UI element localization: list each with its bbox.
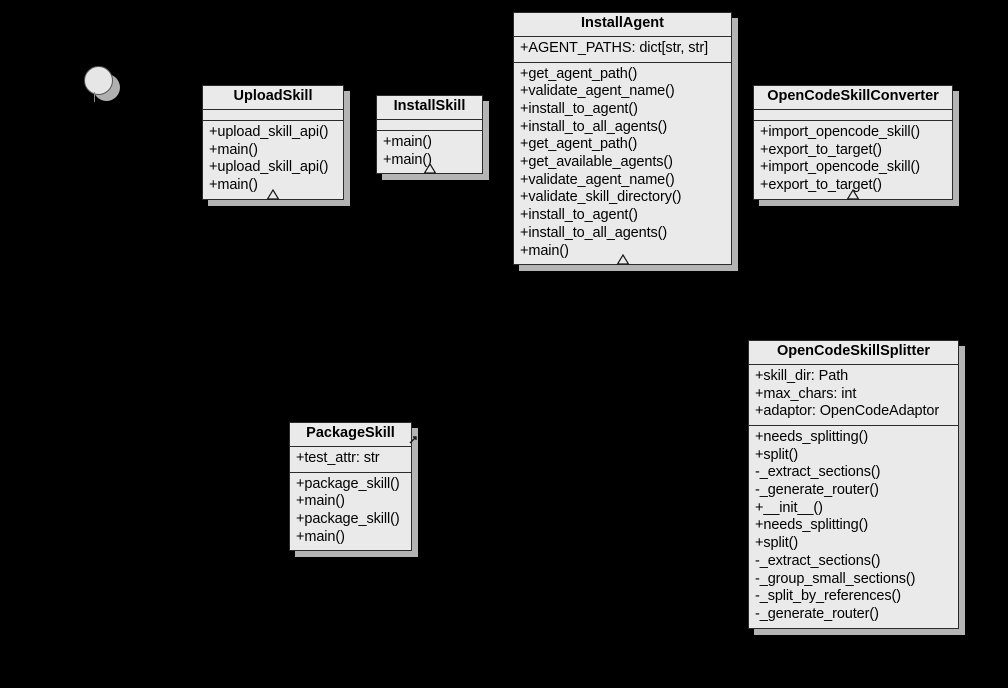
class-attributes-install-skill	[377, 120, 482, 131]
method-row: +main()	[209, 177, 258, 193]
class-name-opencode-skill-splitter: OpenCodeSkillSplitter	[749, 341, 958, 365]
class-box-package-skill[interactable]: PackageSkill +test_attr: str +package_skil…	[289, 422, 412, 552]
class-name-package-skill: PackageSkill	[290, 423, 411, 447]
attribute-row: +max_chars: int	[755, 385, 857, 402]
generalization-arrowhead-install-skill	[422, 163, 437, 174]
method-row: +main()	[383, 151, 432, 168]
method-row: +validate_skill_directory()	[520, 189, 682, 206]
class-methods-package-skill: +package_skill()+main()+package_skill()+…	[290, 473, 411, 551]
class-attributes-opencode-skill-converter	[754, 110, 952, 121]
method-row: +validate_agent_name()	[520, 171, 675, 188]
class-attributes-package-skill: +test_attr: str	[290, 447, 411, 473]
method-row: +needs_splitting()	[755, 429, 869, 445]
method-row: +main()	[296, 528, 345, 545]
method-row: -_extract_sections()	[755, 552, 881, 569]
class-methods-opencode-skill-splitter: +needs_splitting()+split()-_extract_sect…	[749, 426, 958, 628]
class-box-install-skill[interactable]: InstallSkill +main()+main()	[376, 95, 483, 175]
method-row: +upload_skill_api()	[209, 123, 329, 140]
generalization-arrowhead-install-agent	[615, 254, 630, 265]
method-row: +install_to_agent()	[520, 207, 638, 224]
attribute-row: +AGENT_PATHS: dict[str, str]	[520, 39, 709, 56]
method-row: +main()	[383, 133, 432, 150]
class-name-install-agent: InstallAgent	[514, 13, 731, 37]
method-row: +export_to_target()	[760, 141, 882, 158]
class-name-install-skill: InstallSkill	[377, 96, 482, 120]
generalization-arrowhead-upload-skill	[266, 189, 280, 200]
anonymous-circle-node[interactable]	[84, 66, 113, 95]
attribute-row: +test_attr: str	[296, 449, 380, 466]
class-methods-opencode-skill-converter: +import_opencode_skill()+export_to_targe…	[754, 121, 952, 199]
method-row: +export_to_target()	[760, 177, 882, 193]
package-skill-connector-stub	[409, 432, 417, 444]
method-row: +package_skill()	[296, 475, 400, 492]
method-row: +split()	[755, 535, 799, 552]
attribute-row: +skill_dir: Path	[755, 367, 849, 384]
method-row: +main()	[209, 141, 258, 158]
class-box-upload-skill[interactable]: UploadSkill+upload_skill_api()+main()+up…	[202, 85, 344, 200]
method-row: +import_opencode_skill()	[760, 159, 921, 176]
method-row: +package_skill()	[296, 511, 400, 527]
class-name-upload-skill: UploadSkill	[203, 86, 343, 110]
method-row: +get_agent_path()	[520, 136, 638, 153]
method-row: +split()	[755, 446, 799, 463]
method-row: -_extract_sections()	[755, 464, 881, 481]
method-row: +install_to_all_agents()	[520, 224, 668, 241]
method-row: +main()	[296, 493, 345, 510]
class-attributes-install-agent: +AGENT_PATHS: dict[str, str]	[514, 37, 731, 63]
class-name-opencode-skill-converter: OpenCodeSkillConverter	[754, 86, 952, 110]
method-row: -_generate_router()	[755, 482, 879, 499]
class-methods-upload-skill: +upload_skill_api()+main()+upload_skill_…	[203, 121, 343, 199]
method-row: +get_agent_path()	[520, 65, 638, 82]
class-attributes-opencode-skill-splitter: +skill_dir: Path+max_chars: int+adaptor:…	[749, 365, 958, 426]
method-row: -_generate_router()	[755, 605, 879, 622]
method-row: -_split_by_references()	[755, 588, 901, 605]
method-row: +get_available_agents()	[520, 154, 673, 171]
class-box-opencode-skill-splitter[interactable]: OpenCodeSkillSplitter+skill_dir: Path+ma…	[748, 340, 959, 629]
method-row: +install_to_agent()	[520, 101, 638, 117]
class-methods-install-agent: +get_agent_path()+validate_agent_name()+…	[514, 63, 731, 265]
method-row: +install_to_all_agents()	[520, 118, 668, 135]
method-row: +__init__()	[755, 499, 823, 516]
class-box-opencode-skill-converter[interactable]: OpenCodeSkillConverter +import_opencode_s…	[753, 85, 953, 200]
method-row: +main()	[520, 242, 569, 259]
generalization-arrowhead-opencode-skill-converter	[846, 189, 860, 200]
class-box-install-agent[interactable]: InstallAgent +AGENT_PATHS: dict[str, str]…	[513, 12, 732, 266]
method-row: -_group_small_sections()	[755, 570, 916, 587]
method-row: +import_opencode_skill()	[760, 123, 921, 140]
method-row: +upload_skill_api()	[209, 159, 329, 176]
method-row: +validate_agent_name()	[520, 83, 675, 100]
anonymous-circle-node-tail	[94, 92, 95, 102]
class-attributes-upload-skill	[203, 110, 343, 121]
method-row: +needs_splitting()	[755, 517, 869, 534]
class-methods-install-skill: +main()+main()	[377, 131, 482, 173]
attribute-row: +adaptor: OpenCodeAdaptor	[755, 403, 940, 420]
